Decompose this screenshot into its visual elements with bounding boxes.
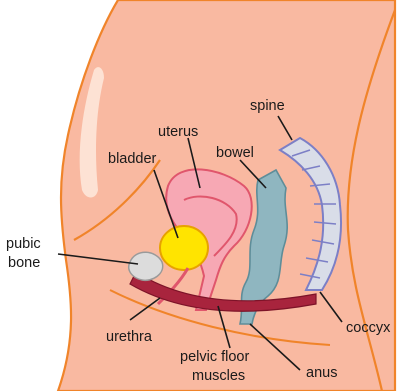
label-pubic-bone-line1: pubic bbox=[6, 236, 41, 252]
label-coccyx: coccyx bbox=[346, 320, 391, 336]
label-pelvic-floor-line1: pelvic floor bbox=[180, 349, 249, 365]
pubic-bone bbox=[129, 252, 163, 280]
label-bowel: bowel bbox=[216, 145, 254, 161]
label-spine: spine bbox=[250, 98, 285, 114]
label-uterus: uterus bbox=[158, 124, 198, 140]
label-pelvic-floor-line2: muscles bbox=[192, 368, 245, 384]
label-bladder: bladder bbox=[108, 151, 157, 167]
label-pubic-bone-line2: bone bbox=[8, 255, 40, 271]
label-urethra: urethra bbox=[106, 329, 153, 345]
label-anus: anus bbox=[306, 365, 337, 381]
bladder bbox=[160, 226, 208, 270]
